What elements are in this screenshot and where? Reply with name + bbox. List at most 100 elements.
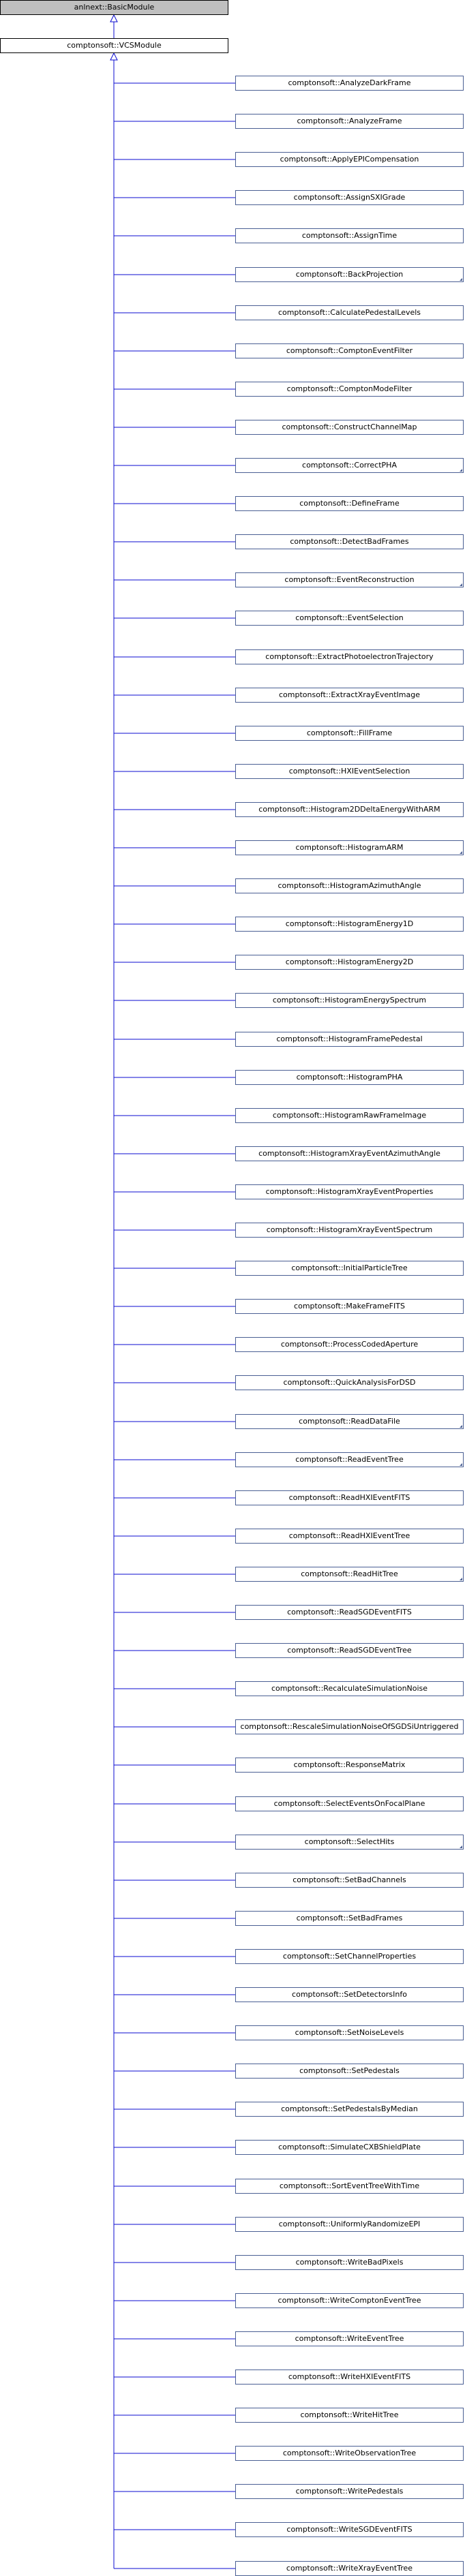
derived-class-node[interactable]: comptonsoft::AssignTime [235,228,464,243]
derived-class-node[interactable]: comptonsoft::FillFrame [235,726,464,741]
derived-class-node[interactable]: comptonsoft::ReadHitTree [235,1567,464,1582]
derived-class-label: comptonsoft::HistogramPHA [296,1073,403,1082]
derived-class-label: comptonsoft::HistogramFramePedestal [276,1034,423,1043]
derived-class-node[interactable]: comptonsoft::HistogramEnergy2D [235,955,464,970]
derived-class-node[interactable]: comptonsoft::SortEventTreeWithTime [235,2179,464,2194]
derived-class-label: comptonsoft::AssignTime [301,231,397,240]
derived-class-node[interactable]: comptonsoft::SetBadChannels [235,1873,464,1888]
derived-class-node[interactable]: comptonsoft::WriteHitTree [235,2408,464,2423]
derived-class-node[interactable]: comptonsoft::ExtractXrayEventImage [235,688,464,703]
derived-class-label: comptonsoft::ReadEventTree [295,1455,404,1464]
derived-class-node[interactable]: comptonsoft::WritePedestals [235,2484,464,2499]
derived-class-node[interactable]: comptonsoft::BackProjection [235,267,464,282]
derived-class-node[interactable]: comptonsoft::ComptonModeFilter [235,382,464,397]
derived-class-node[interactable]: comptonsoft::WriteHXIEventFITS [235,2370,464,2385]
derived-class-node[interactable]: comptonsoft::ReadHXIEventTree [235,1529,464,1544]
derived-class-node[interactable]: comptonsoft::HistogramXrayEventPropertie… [235,1184,464,1199]
derived-class-node[interactable]: comptonsoft::SimulateCXBShieldPlate [235,2140,464,2155]
derived-class-node[interactable]: comptonsoft::ResponseMatrix [235,1758,464,1773]
derived-class-node[interactable]: comptonsoft::ReadSGDEventFITS [235,1605,464,1620]
derived-class-node[interactable]: comptonsoft::DefineFrame [235,496,464,511]
derived-class-node[interactable]: comptonsoft::ApplyEPICompensation [235,152,464,167]
derived-class-label: comptonsoft::DefineFrame [299,499,400,508]
derived-class-node[interactable]: comptonsoft::WriteEventTree [235,2331,464,2346]
derived-class-label: comptonsoft::ResponseMatrix [293,1760,406,1769]
derived-class-node[interactable]: comptonsoft::HistogramPHA [235,1070,464,1085]
derived-class-label: comptonsoft::SetBadFrames [296,1914,403,1922]
derived-class-label: comptonsoft::HistogramXrayEventSpectrum [266,1225,433,1234]
derived-class-node[interactable]: comptonsoft::UniformlyRandomizeEPI [235,2217,464,2232]
derived-class-label: comptonsoft::RecalculateSimulationNoise [271,1684,428,1693]
has-subclasses-marker [460,1845,462,1848]
derived-class-node[interactable]: comptonsoft::InitialParticleTree [235,1261,464,1276]
derived-class-label: comptonsoft::WriteSGDEventFITS [286,2525,412,2534]
derived-class-node[interactable]: comptonsoft::WriteComptonEventTree [235,2293,464,2308]
derived-class-node[interactable]: comptonsoft::ReadDataFile [235,1414,464,1429]
derived-class-node[interactable]: comptonsoft::ExtractPhotoelectronTraject… [235,649,464,664]
inheritance-arrow-self [110,52,118,61]
derived-class-node[interactable]: comptonsoft::AnalyzeDarkFrame [235,76,464,91]
derived-class-label: comptonsoft::ProcessCodedAperture [280,1340,419,1349]
derived-class-node[interactable]: comptonsoft::HXIEventSelection [235,764,464,779]
derived-class-node[interactable]: comptonsoft::ReadEventTree [235,1452,464,1467]
derived-class-node[interactable]: comptonsoft::RecalculateSimulationNoise [235,1681,464,1696]
derived-class-node[interactable]: comptonsoft::SelectHits [235,1835,464,1850]
has-subclasses-marker [460,583,462,586]
derived-class-node[interactable]: comptonsoft::SetNoiseLevels [235,2025,464,2040]
derived-class-label: comptonsoft::HistogramAzimuthAngle [278,881,421,890]
derived-class-node[interactable]: comptonsoft::ReadHXIEventFITS [235,1490,464,1505]
derived-class-node[interactable]: comptonsoft::SetPedestals [235,2064,464,2079]
derived-class-node[interactable]: comptonsoft::ConstructChannelMap [235,420,464,435]
derived-class-node[interactable]: comptonsoft::HistogramAzimuthAngle [235,878,464,893]
derived-class-label: comptonsoft::SetDetectorsInfo [292,1990,407,1999]
has-subclasses-marker [460,1463,462,1466]
derived-class-node[interactable]: comptonsoft::DetectBadFrames [235,534,464,549]
base-class-node[interactable]: anlnext::BasicModule [0,0,228,15]
derived-class-label: comptonsoft::EventSelection [295,613,404,622]
derived-class-node[interactable]: comptonsoft::CorrectPHA [235,458,464,473]
derived-class-node[interactable]: comptonsoft::HistogramARM [235,840,464,855]
derived-class-label: comptonsoft::BackProjection [295,270,404,279]
derived-class-node[interactable]: comptonsoft::HistogramRawFrameImage [235,1108,464,1123]
derived-class-label: comptonsoft::WriteEventTree [295,2334,404,2343]
derived-class-node[interactable]: comptonsoft::MakeFrameFITS [235,1299,464,1314]
derived-class-label: comptonsoft::SetBadChannels [292,1875,406,1884]
derived-class-label: comptonsoft::SetNoiseLevels [295,2028,404,2037]
derived-class-node[interactable]: comptonsoft::AnalyzeFrame [235,114,464,129]
derived-class-node[interactable]: comptonsoft::HistogramXrayEventSpectrum [235,1223,464,1238]
derived-class-node[interactable]: comptonsoft::SetChannelProperties [235,1949,464,1964]
derived-class-node[interactable]: comptonsoft::ComptonEventFilter [235,343,464,358]
derived-class-node[interactable]: comptonsoft::HistogramFramePedestal [235,1032,464,1047]
derived-class-label: comptonsoft::SortEventTreeWithTime [279,2181,420,2190]
derived-class-node[interactable]: comptonsoft::ReadSGDEventTree [235,1643,464,1658]
derived-class-label: comptonsoft::MakeFrameFITS [294,1302,405,1310]
derived-class-node[interactable]: comptonsoft::QuickAnalysisForDSD [235,1375,464,1390]
derived-class-node[interactable]: comptonsoft::EventSelection [235,611,464,626]
derived-class-node[interactable]: comptonsoft::SetDetectorsInfo [235,1987,464,2002]
derived-class-node[interactable]: comptonsoft::AssignSXIGrade [235,190,464,205]
derived-class-label: comptonsoft::WriteXrayEventTree [286,2564,413,2573]
derived-class-label: comptonsoft::HistogramXrayEventPropertie… [265,1187,434,1196]
derived-class-node[interactable]: comptonsoft::SetBadFrames [235,1911,464,1926]
derived-class-node[interactable]: comptonsoft::HistogramEnergy1D [235,917,464,932]
derived-class-node[interactable]: comptonsoft::HistogramEnergySpectrum [235,993,464,1008]
derived-class-node[interactable]: comptonsoft::WriteXrayEventTree [235,2561,464,2576]
current-class-node: comptonsoft::VCSModule [0,38,228,53]
derived-class-node[interactable]: comptonsoft::WriteSGDEventFITS [235,2522,464,2537]
derived-class-label: comptonsoft::ReadSGDEventFITS [287,1608,412,1616]
derived-class-label: comptonsoft::ReadHXIEventFITS [288,1493,410,1502]
derived-class-node[interactable]: comptonsoft::Histogram2DDeltaEnergyWithA… [235,802,464,817]
derived-class-node[interactable]: comptonsoft::SetPedestalsByMedian [235,2102,464,2117]
derived-class-node[interactable]: comptonsoft::RescaleSimulationNoiseOfSGD… [235,1719,464,1734]
derived-class-label: comptonsoft::ExtractPhotoelectronTraject… [265,652,434,661]
derived-class-label: comptonsoft::InitialParticleTree [291,1263,408,1272]
derived-class-label: comptonsoft::AnalyzeDarkFrame [288,78,411,87]
derived-class-node[interactable]: comptonsoft::SelectEventsOnFocalPlane [235,1796,464,1811]
derived-class-node[interactable]: comptonsoft::WriteObservationTree [235,2446,464,2461]
derived-class-node[interactable]: comptonsoft::ProcessCodedAperture [235,1337,464,1352]
derived-class-node[interactable]: comptonsoft::EventReconstruction [235,572,464,587]
derived-class-node[interactable]: comptonsoft::HistogramXrayEventAzimuthAn… [235,1146,464,1161]
derived-class-node[interactable]: comptonsoft::CalculatePedestalLevels [235,305,464,320]
derived-class-node[interactable]: comptonsoft::WriteBadPixels [235,2255,464,2270]
